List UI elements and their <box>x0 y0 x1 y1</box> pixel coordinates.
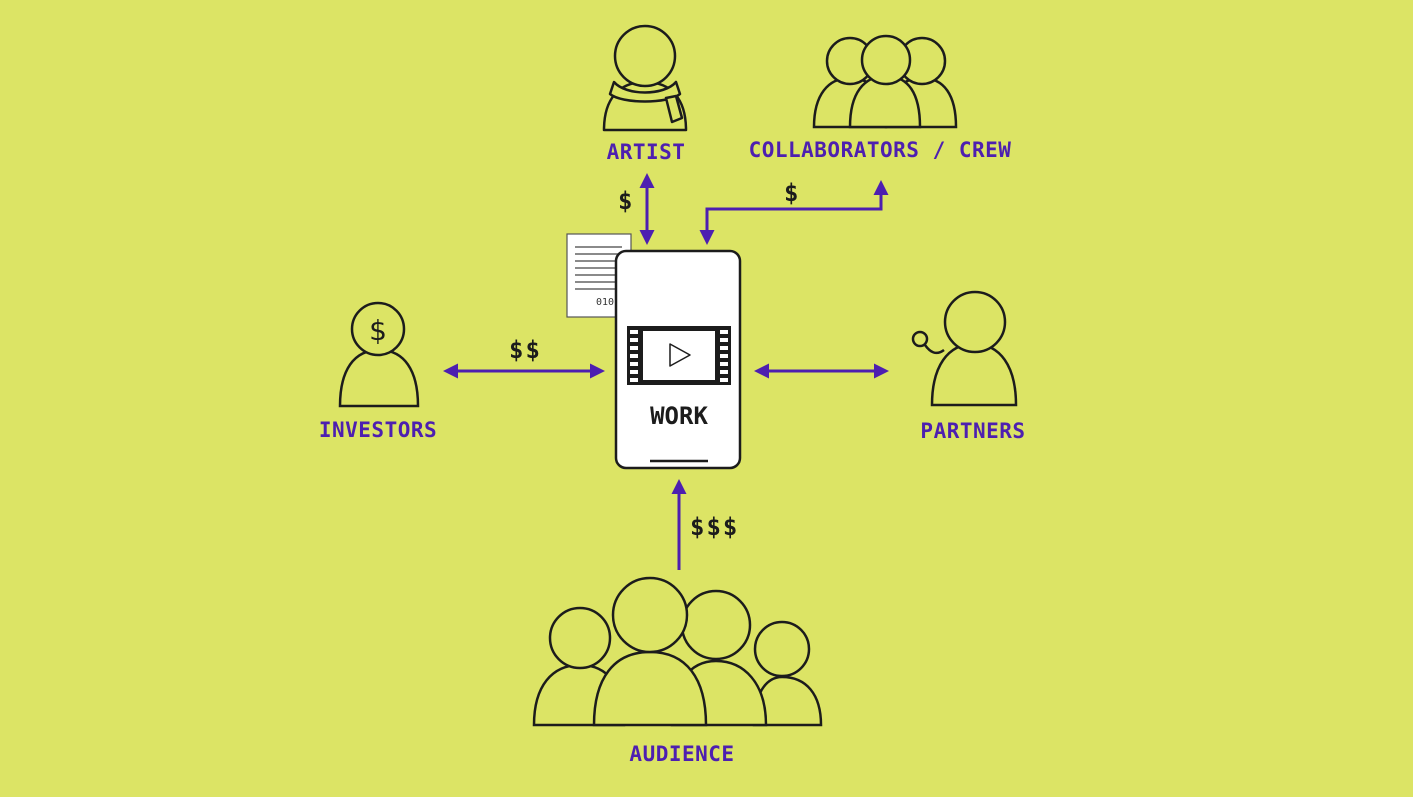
audience-crowd-icon <box>532 576 823 727</box>
partner-figure-icon <box>911 290 1018 407</box>
investor-dollar-icon: $ <box>369 314 387 347</box>
artist-label: ARTIST <box>606 140 686 164</box>
partners-label: PARTNERS <box>920 419 1026 443</box>
document-code: 010 <box>596 297 615 308</box>
audience-label: AUDIENCE <box>629 742 735 766</box>
artist-flow-amount: $ <box>618 187 635 215</box>
collaborators-flow-amount: $ <box>784 179 801 207</box>
investor-figure-icon <box>338 301 420 408</box>
audience-flow-amount: $$$ <box>690 513 740 541</box>
artist-figure-icon <box>602 24 688 132</box>
collaborators-label: COLLABORATORS / CREW <box>748 138 1012 162</box>
film-video-icon <box>627 326 731 385</box>
work-label: WORK <box>650 402 708 430</box>
collaborators-arrow <box>699 180 889 245</box>
investors-label: INVESTORS <box>318 418 438 442</box>
play-icon <box>669 343 691 367</box>
investors-flow-amount: $$ <box>509 336 542 364</box>
collaborators-group-icon <box>812 34 958 129</box>
